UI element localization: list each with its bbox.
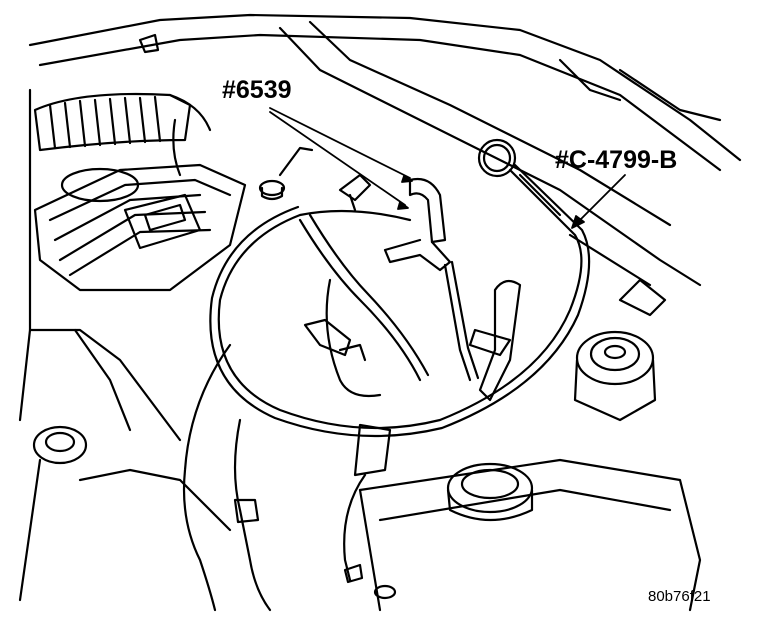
fuel-fitting-adapter: [338, 173, 480, 382]
reservoir-cap: [446, 462, 534, 522]
pressure-gauge-hose: [209, 138, 591, 438]
air-intake-duct: [33, 92, 212, 177]
fuel-rail-cap: [258, 146, 314, 201]
return-hose: [468, 279, 522, 402]
fender-left: [18, 88, 232, 602]
dohc-badge: [123, 193, 202, 250]
gauge-drain-line: [182, 343, 272, 612]
tool-label-c4799b: #C-4799-B: [555, 146, 678, 174]
arrow-icon: [138, 33, 160, 54]
figure-code: 80b76f21: [648, 588, 711, 605]
strut-tower-right: [573, 330, 657, 422]
coolant-cap: [32, 425, 88, 465]
leader-line-c4799b: [571, 174, 626, 229]
valve-cover: [33, 163, 247, 292]
battery-box: [358, 458, 702, 612]
fuel-lines: [298, 213, 430, 398]
leader-line-6539: [269, 107, 413, 210]
hood-frame: [28, 13, 742, 317]
tool-label-6539: #6539: [222, 76, 292, 104]
lower-hose: [343, 423, 392, 584]
